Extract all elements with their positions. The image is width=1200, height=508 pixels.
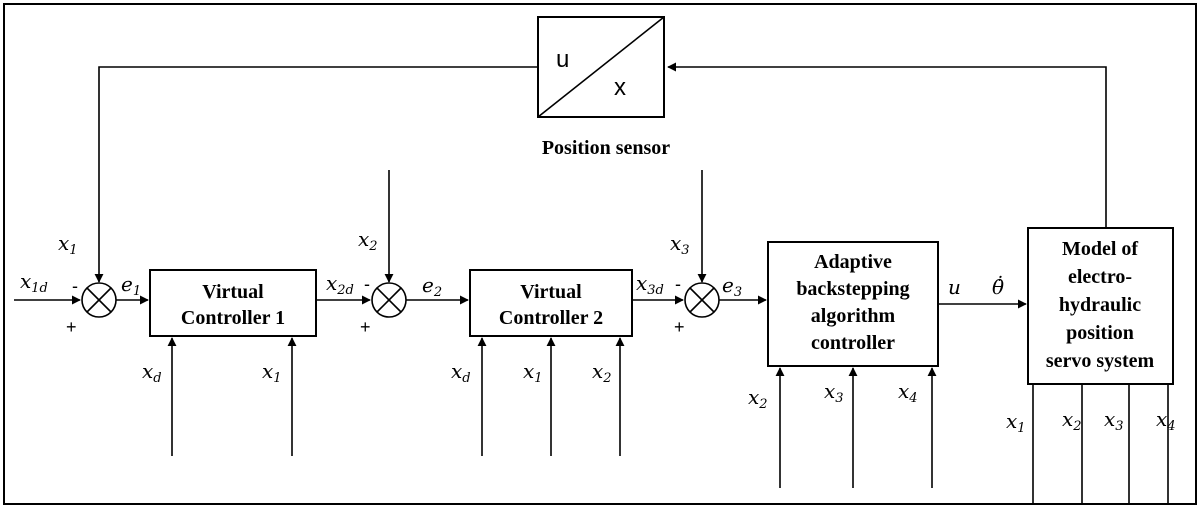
label-model-x4: x4 xyxy=(1156,407,1176,434)
summing-junction-1 xyxy=(81,282,117,318)
diagram-border xyxy=(3,3,1197,505)
abc-label-line2: backstepping xyxy=(796,278,909,300)
model-label-line4: position xyxy=(1066,322,1134,344)
label-e2: e2 xyxy=(422,273,442,300)
label-x1d: x1d xyxy=(20,269,48,296)
label-abc-x2: x2 xyxy=(748,385,768,412)
sensor-input-label: u xyxy=(556,46,569,73)
sum1-minus-sign: - xyxy=(72,276,78,296)
summing-junction-2 xyxy=(371,282,407,318)
label-model-x3: x3 xyxy=(1104,407,1124,434)
label-vc1-xd: xd xyxy=(142,359,162,386)
label-theta-ddot: θ̇̇ xyxy=(992,275,1004,299)
label-vc2-x2: x2 xyxy=(592,359,612,386)
label-e3: e3 xyxy=(722,273,742,300)
sum2-plus-sign: + xyxy=(360,317,371,337)
vc1-label-line1: Virtual xyxy=(202,281,264,303)
model-label-line5: servo system xyxy=(1046,350,1155,372)
label-model-x2: x2 xyxy=(1062,407,1082,434)
label-vc1-x1: x1 xyxy=(262,359,282,386)
virtual-controller-1-block: Virtual Controller 1 xyxy=(149,269,317,337)
label-vc2-xd: xd xyxy=(451,359,471,386)
position-sensor-caption: Position sensor xyxy=(542,137,670,159)
label-vc2-x1: x1 xyxy=(523,359,543,386)
label-x2-feed: x2 xyxy=(358,227,378,254)
label-abc-x4: x4 xyxy=(898,379,918,406)
sum3-minus-sign: - xyxy=(675,274,681,294)
electro-hydraulic-model-block: Model of electro- hydraulic position ser… xyxy=(1027,227,1174,385)
sum2-minus-sign: - xyxy=(364,274,370,294)
label-x2d: x2d xyxy=(326,271,354,298)
label-u: u xyxy=(948,275,961,299)
abc-label-line1: Adaptive xyxy=(814,251,892,273)
label-abc-x3: x3 xyxy=(824,379,844,406)
label-e1: e1 xyxy=(121,272,141,299)
position-sensor-block: u x xyxy=(537,16,665,118)
label-x3-feed: x3 xyxy=(670,231,690,258)
vc2-label-line1: Virtual xyxy=(520,281,582,303)
abc-label-line3: algorithm xyxy=(811,305,896,327)
feedback-wire-to-sum1 xyxy=(94,66,538,283)
adaptive-backstepping-controller-block: Adaptive backstepping algorithm controll… xyxy=(767,241,939,367)
vc2-label-line2: Controller 2 xyxy=(499,307,603,329)
label-x1-feedback: x1 xyxy=(58,231,78,258)
model-label-line3: hydraulic xyxy=(1059,294,1141,316)
sum3-plus-sign: + xyxy=(674,317,685,337)
sum1-plus-sign: + xyxy=(66,317,77,337)
summing-junction-3 xyxy=(684,282,720,318)
vc1-label-line2: Controller 1 xyxy=(181,307,285,329)
model-label-line1: Model of xyxy=(1062,238,1138,260)
model-label-line2: electro- xyxy=(1068,266,1132,288)
abc-label-line4: controller xyxy=(811,332,895,354)
label-model-x1: x1 xyxy=(1006,409,1026,436)
sensor-output-label: x xyxy=(614,74,626,101)
feedback-wire-to-sensor xyxy=(667,62,1107,228)
label-x3d: x3d xyxy=(636,271,664,298)
virtual-controller-2-block: Virtual Controller 2 xyxy=(469,269,633,337)
